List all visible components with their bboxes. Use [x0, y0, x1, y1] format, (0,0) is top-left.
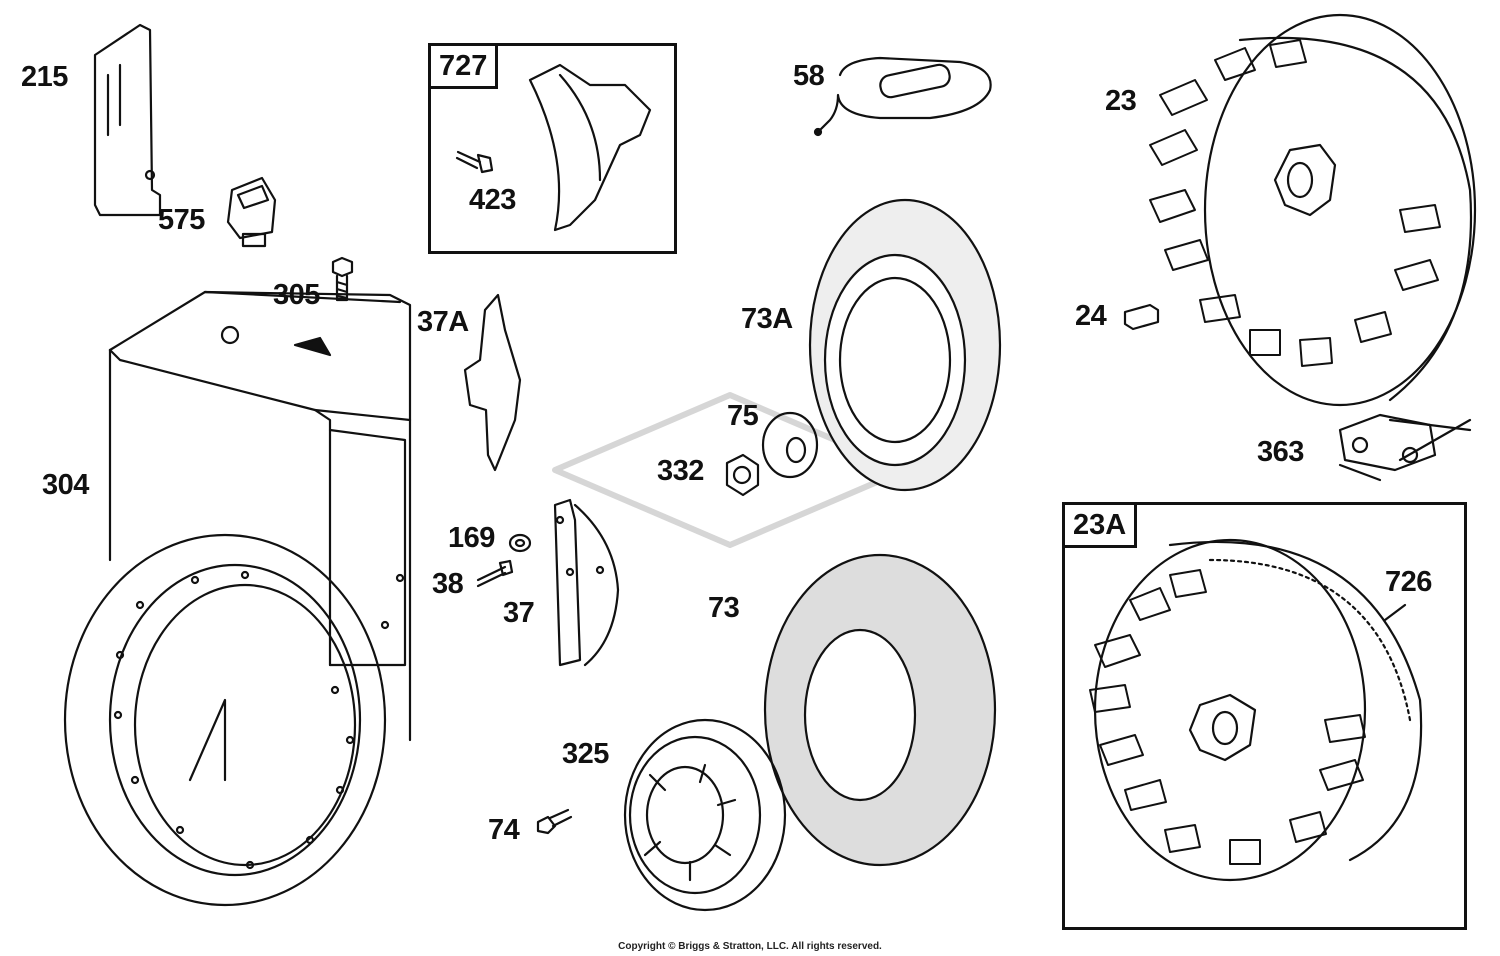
- part-label-575: 575: [158, 204, 205, 236]
- part-label-37A: 37A: [417, 306, 469, 338]
- copyright-notice: Copyright © Briggs & Stratton, LLC. All …: [618, 941, 882, 952]
- part-215-shield: [93, 23, 162, 217]
- part-74-screw: [536, 808, 573, 835]
- part-325-pulley: [623, 718, 787, 912]
- part-label-305: 305: [273, 279, 320, 311]
- part-23-flywheel: [1149, 13, 1477, 407]
- part-label-58: 58: [793, 60, 825, 92]
- part-423-screw: [455, 150, 494, 174]
- part-label-332: 332: [657, 455, 704, 487]
- part-label-75: 75: [727, 400, 759, 432]
- part-label-304: 304: [42, 469, 89, 501]
- part-75-washer: [761, 411, 819, 479]
- part-332-nut: [725, 453, 760, 497]
- part-label-37: 37: [503, 597, 535, 629]
- part-24-key: [1123, 303, 1160, 331]
- part-727-guard: [528, 63, 652, 232]
- kit-box-23A: 23A: [1062, 502, 1467, 930]
- part-label-215: 215: [21, 61, 68, 93]
- part-23A-flywheel: [1089, 538, 1423, 882]
- part-73A-rotating-screen: [808, 198, 1002, 492]
- part-label-325: 325: [562, 738, 609, 770]
- part-169-washer: [508, 533, 532, 553]
- part-label-169: 169: [448, 522, 495, 554]
- kit-box-727-tag: 727: [431, 46, 499, 89]
- part-label-423: 423: [469, 184, 516, 216]
- kit-box-23A-tag: 23A: [1065, 505, 1138, 548]
- part-label-726: 726: [1385, 566, 1432, 598]
- part-58-wire: [813, 56, 992, 137]
- part-363-clutch: [1338, 413, 1472, 482]
- part-575-switch: [226, 176, 277, 248]
- part-label-73: 73: [708, 592, 740, 624]
- part-label-74: 74: [488, 814, 520, 846]
- part-label-73A: 73A: [741, 303, 793, 335]
- part-37-baffle: [553, 498, 620, 667]
- part-label-23: 23: [1105, 85, 1137, 117]
- part-73-screen: [763, 553, 997, 867]
- part-label-38: 38: [432, 568, 464, 600]
- part-label-24: 24: [1075, 300, 1107, 332]
- part-38-screw: [476, 559, 514, 588]
- part-37A-baffle: [463, 293, 522, 472]
- part-label-363: 363: [1257, 436, 1304, 468]
- part-304-blower-housing: [63, 290, 412, 907]
- kit-box-727: 727: [428, 43, 677, 254]
